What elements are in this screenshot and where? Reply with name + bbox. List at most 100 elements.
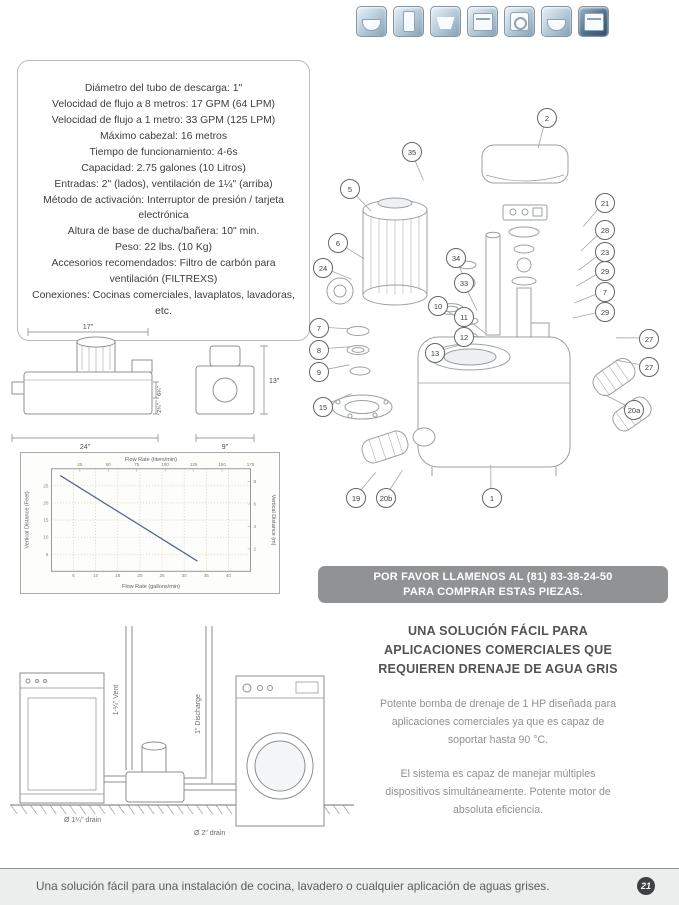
spec-line: Entradas: 2" (lados), ventilación de 1¼"…	[27, 177, 300, 193]
appliance-glyph	[510, 12, 529, 31]
part-callout-9: 9	[309, 362, 329, 382]
shower-column-icon	[393, 6, 424, 37]
svg-text:Vertical Distance (Feet): Vertical Distance (Feet)	[25, 491, 31, 548]
installation-diagram: 1-¼" Vent 1" Discharge Ø 1¼" drain Ø 2" …	[8, 618, 360, 863]
mop-sink-icon	[578, 6, 609, 37]
spec-box: Diámetro del tubo de descarga: 1"Velocid…	[17, 60, 310, 341]
part-callout-6: 6	[328, 233, 348, 253]
svg-text:5: 5	[72, 573, 75, 578]
kitchen-sink-icon	[430, 6, 461, 37]
svg-text:10: 10	[43, 535, 49, 540]
part-callout-15: 15	[313, 397, 333, 417]
discharge-pipe-label: 1" Discharge	[195, 694, 202, 734]
appliance-glyph	[473, 13, 493, 31]
banner-line2: PARA COMPRAR ESTAS PIEZAS.	[403, 585, 583, 600]
laundry-sink-icon	[541, 6, 572, 37]
dim-height-label: 13"	[269, 378, 280, 385]
svg-text:25: 25	[77, 462, 83, 467]
spec-line: Accesorios recomendados: Filtro de carbó…	[27, 256, 300, 288]
part-callout-27: 27	[639, 329, 659, 349]
svg-text:175: 175	[247, 462, 255, 467]
svg-text:15: 15	[43, 518, 49, 523]
spec-line: Velocidad de flujo a 8 metros: 17 GPM (6…	[27, 97, 300, 113]
solution-paragraph-1: Potente bomba de drenaje de 1 HP diseñad…	[372, 695, 624, 749]
page-number-badge: 21	[637, 877, 655, 895]
svg-text:40: 40	[226, 573, 232, 578]
appliance-glyph	[584, 13, 604, 31]
svg-text:25: 25	[43, 483, 49, 488]
spec-line: Diámetro del tubo de descarga: 1"	[27, 81, 300, 97]
call-banner: POR FAVOR LLAMENOS AL (81) 83-38-24-50 P…	[318, 566, 668, 603]
appliance-icon-row	[356, 6, 609, 37]
part-callout-24: 24	[313, 258, 333, 278]
svg-text:30: 30	[182, 573, 188, 578]
washing-machine-icon	[504, 6, 535, 37]
solution-text: UNA SOLUCIÓN FÁCIL PARA APLICACIONES COM…	[372, 622, 624, 819]
svg-text:6: 6	[253, 502, 256, 507]
part-callout-7: 7	[595, 282, 615, 302]
appliance-glyph	[403, 11, 415, 32]
part-callout-29: 29	[595, 261, 615, 281]
washbasin-icon	[356, 6, 387, 37]
spec-line: Máximo cabezal: 16 metros	[27, 129, 300, 145]
svg-text:35: 35	[204, 573, 210, 578]
spec-line: Peso: 22 lbs. (10 Kg)	[27, 240, 300, 256]
svg-text:2: 2	[253, 546, 256, 551]
part-callout-11: 11	[454, 307, 474, 327]
part-callout-2: 2	[537, 108, 557, 128]
solution-paragraph-2: El sistema es capaz de manejar múltiples…	[372, 765, 624, 819]
svg-text:20: 20	[137, 573, 143, 578]
spec-line: Tiempo de funcionamiento: 4-6s	[27, 145, 300, 161]
svg-text:8: 8	[253, 479, 256, 484]
appliance-glyph	[362, 19, 381, 31]
part-callout-13: 13	[425, 343, 445, 363]
svg-text:Vertical Distance (m): Vertical Distance (m)	[270, 495, 276, 546]
dim-depth-label: 9"	[222, 444, 229, 451]
svg-text:150: 150	[218, 462, 226, 467]
part-callout-5: 5	[340, 179, 360, 199]
part-callout-10: 10	[428, 296, 448, 316]
svg-text:5: 5	[46, 552, 49, 557]
dim-width-top-label: 17"	[83, 324, 94, 331]
drain-small-label: Ø 1¼" drain	[64, 817, 101, 824]
spec-line: Altura de base de ducha/bañera: 10" min.	[27, 224, 300, 240]
dim-width-bottom-label: 24"	[80, 444, 91, 451]
part-callout-35: 35	[402, 142, 422, 162]
part-callout-34: 34	[446, 248, 466, 268]
appliance-glyph	[547, 19, 566, 31]
svg-text:25: 25	[160, 573, 166, 578]
spec-line: Velocidad de flujo a 1 metro: 33 GPM (12…	[27, 113, 300, 129]
spec-list: Diámetro del tubo de descarga: 1"Velocid…	[27, 69, 300, 332]
part-callout-21: 21	[595, 193, 615, 213]
dim-base-height-label: 2¾"	[157, 403, 163, 413]
part-callout-1: 1	[482, 488, 502, 508]
installation-drawing-svg: 1-¼" Vent 1" Discharge Ø 1¼" drain Ø 2" …	[8, 618, 360, 863]
banner-line1: POR FAVOR LLAMENOS AL (81) 83-38-24-50	[373, 570, 612, 585]
appliance-glyph	[437, 17, 455, 29]
part-callout-28: 28	[595, 220, 615, 240]
svg-text:4: 4	[253, 524, 256, 529]
solution-heading: UNA SOLUCIÓN FÁCIL PARA APLICACIONES COM…	[372, 622, 624, 679]
part-callout-20b: 20b	[376, 488, 396, 508]
vent-pipe-label: 1-¼" Vent	[113, 685, 120, 716]
drain-large-label: Ø 2" drain	[194, 830, 225, 837]
part-callout-27: 27	[639, 357, 659, 377]
page-footer: Una solución fácil para una instalación …	[0, 868, 679, 905]
spec-line: Método de activación: Interruptor de pre…	[27, 193, 300, 225]
spec-line: Conexiones: Cocinas comerciales, lavapla…	[27, 288, 300, 320]
svg-text:Flow Rate (liters/min): Flow Rate (liters/min)	[125, 457, 177, 463]
dishwasher-icon	[467, 6, 498, 37]
part-callout-19: 19	[346, 488, 366, 508]
footer-tagline: Una solución fácil para una instalación …	[36, 879, 549, 893]
spec-line: Capacidad: 2.75 galones (10 Litros)	[27, 161, 300, 177]
svg-text:50: 50	[106, 462, 112, 467]
svg-text:10: 10	[93, 573, 99, 578]
svg-text:15: 15	[115, 573, 121, 578]
part-callout-23: 23	[595, 242, 615, 262]
svg-text:20: 20	[43, 501, 49, 506]
part-callout-20a: 20a	[624, 400, 644, 420]
part-callout-29: 29	[595, 302, 615, 322]
